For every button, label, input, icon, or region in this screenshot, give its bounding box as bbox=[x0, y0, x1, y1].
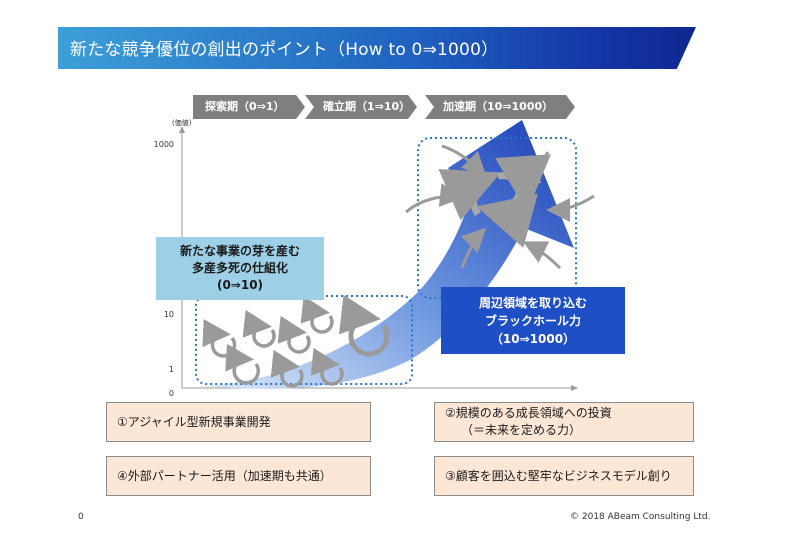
y-axis-arrowhead bbox=[179, 126, 185, 133]
exploration-region bbox=[195, 295, 413, 385]
callout-blackhole-power: 周辺領域を取り込む ブラックホール力 （10⇒1000） bbox=[441, 287, 625, 354]
callout-business-seeds: 新たな事業の芽を産む 多産多死の仕組化 (0⇒10) bbox=[156, 237, 324, 300]
point-text: ③顧客を囲込む堅牢なビジネスモデル創り bbox=[445, 468, 672, 483]
callout-line: 多産多死の仕組化 bbox=[191, 261, 288, 275]
cycle-icon bbox=[270, 349, 304, 388]
inbound-arrow bbox=[460, 227, 487, 269]
point-growth-investment: ②規模のある成長領域への投資 （＝未来を定める力） bbox=[434, 402, 694, 442]
acceleration-region bbox=[417, 137, 577, 299]
point-subtext: （＝未来を定める力） bbox=[461, 423, 582, 437]
phase-establish: 確立期（1⇒10） bbox=[305, 95, 417, 119]
inbound-arrow bbox=[514, 151, 550, 186]
y-axis-unit: (価値) bbox=[172, 119, 192, 127]
inbound-arrow bbox=[441, 144, 487, 177]
callout-line: （10⇒1000） bbox=[490, 331, 576, 346]
y-tick-label: 1000 bbox=[153, 140, 174, 149]
point-external-partners: ④外部パートナー活用（加速期も共通） bbox=[106, 456, 371, 496]
point-text: ②規模のある成長領域への投資 bbox=[445, 406, 612, 420]
slide-title: 新たな競争優位の創出のポイント（How to 0⇒1000） bbox=[70, 40, 499, 60]
point-text: ①アジャイル型新規事業開発 bbox=[117, 414, 271, 429]
cycle-group-small bbox=[202, 295, 344, 388]
point-business-model: ③顧客を囲込む堅牢なビジネスモデル創り bbox=[434, 456, 694, 496]
cycle-icon bbox=[277, 315, 311, 354]
inbound-arrow bbox=[522, 241, 562, 270]
x-axis-arrowhead bbox=[571, 385, 578, 391]
inbound-arrows bbox=[405, 144, 595, 270]
callout-line: 新たな事業の芽を産む bbox=[179, 244, 300, 258]
cycle-icon bbox=[310, 347, 344, 386]
inbound-arrow bbox=[405, 183, 464, 214]
y-tick-label: 1 bbox=[168, 365, 174, 374]
callout-line: 周辺領域を取り込む bbox=[478, 295, 587, 310]
inbound-arrow bbox=[546, 194, 595, 222]
callout-line: (0⇒10) bbox=[216, 278, 264, 292]
page-number: 0 bbox=[78, 512, 84, 522]
cycle-icon bbox=[202, 319, 237, 358]
phase-explore: 探索期（0⇒1） bbox=[193, 95, 305, 119]
y-tick-label: 0 bbox=[168, 389, 174, 398]
copyright: © 2018 ABeam Consulting Ltd. bbox=[570, 512, 711, 522]
cycle-icon bbox=[242, 309, 276, 348]
phase-accelerate: 加速期（10⇒1000） bbox=[425, 95, 575, 119]
cycle-icon bbox=[300, 295, 334, 334]
title-banner bbox=[58, 27, 696, 69]
cycle-icon bbox=[225, 343, 260, 385]
cycle-icon-large bbox=[338, 294, 390, 357]
point-agile-development: ①アジャイル型新規事業開発 bbox=[106, 402, 371, 442]
y-tick-label: 10 bbox=[163, 310, 174, 319]
point-text: ④外部パートナー活用（加速期も共通） bbox=[117, 468, 332, 483]
callout-line: ブラックホール力 bbox=[484, 313, 581, 328]
